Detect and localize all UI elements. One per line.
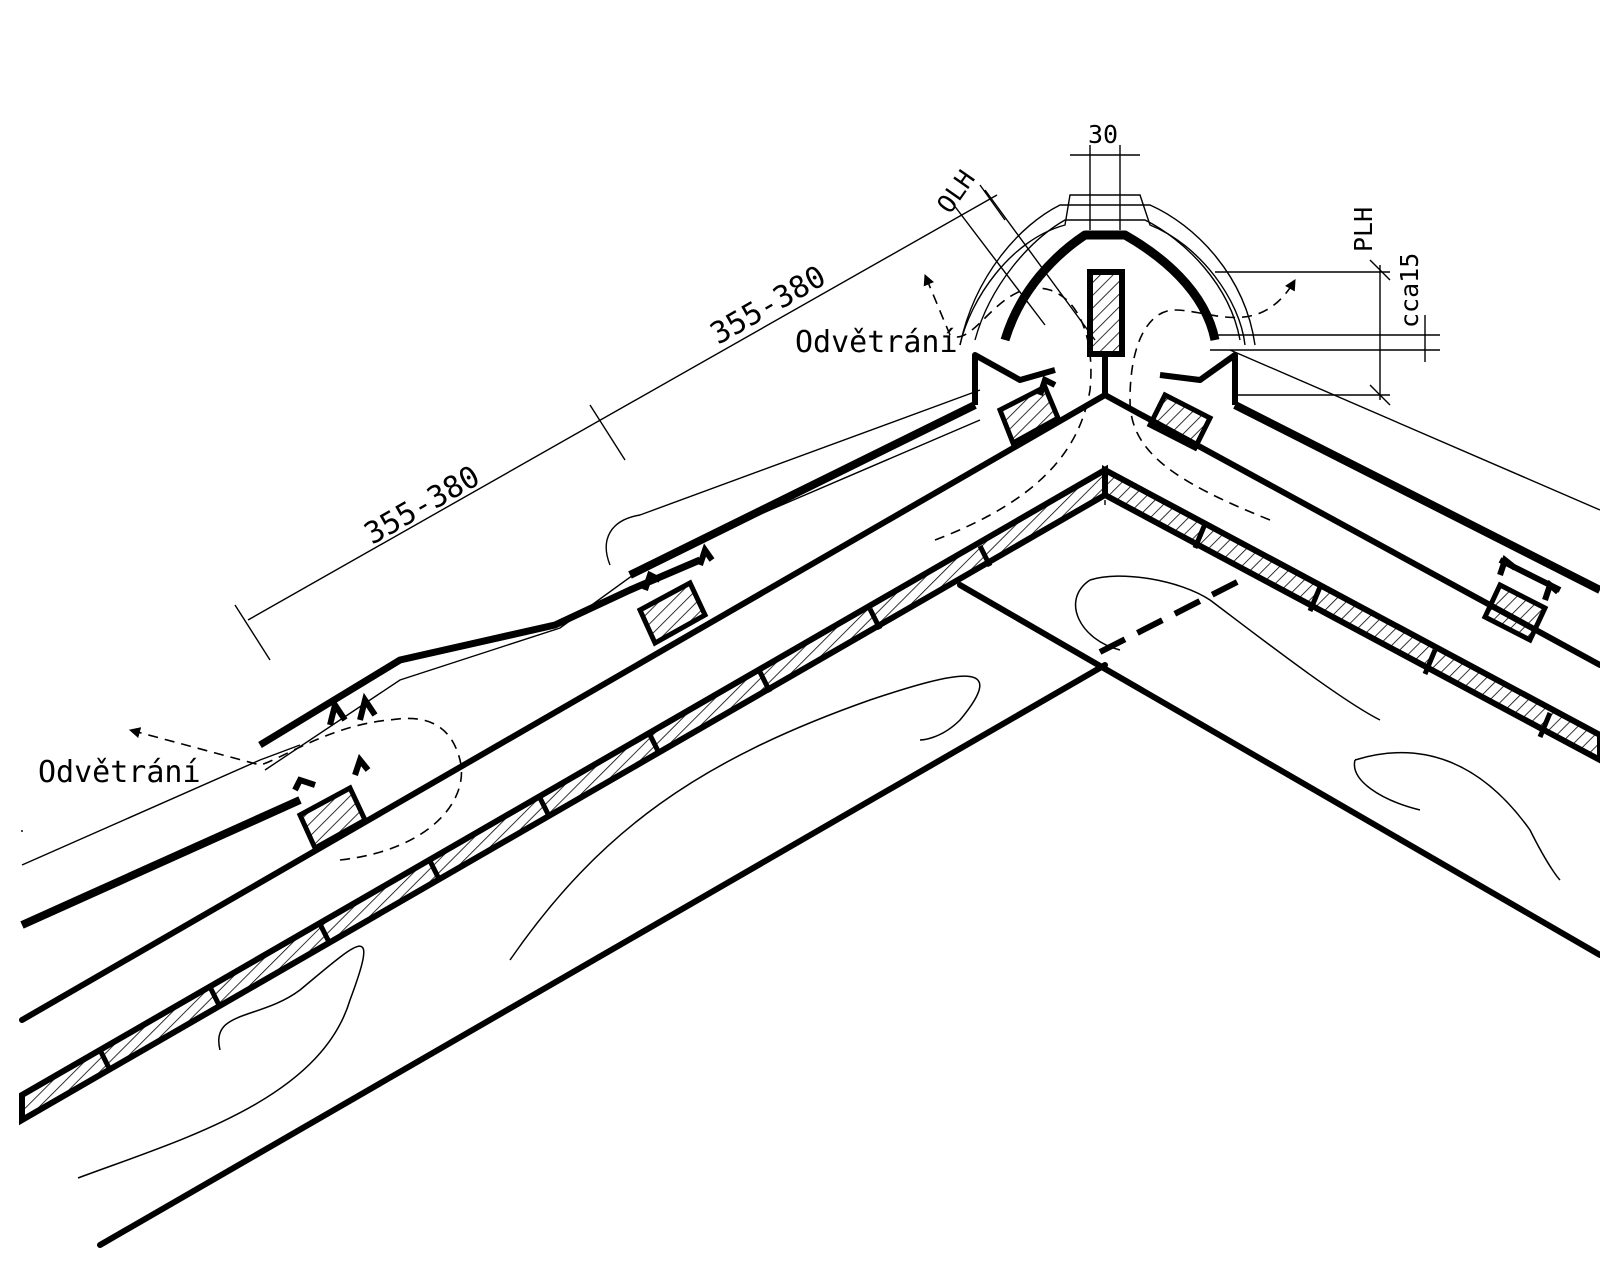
beam-dashed-line: [1098, 575, 1247, 655]
label-ridge-batten-width: 30: [1088, 120, 1118, 149]
label-cca15: cca15: [1395, 253, 1424, 328]
label-batten-spacing-lower: 355-380: [359, 459, 486, 552]
dim-olh-ext2: [984, 189, 1096, 341]
ridge-cap: [959, 204, 1256, 346]
rafter-left-top-line: [19, 392, 1108, 1023]
ridge-cap-outline-outer: [959, 204, 1256, 346]
counter-battens-left: [97, 544, 993, 1072]
ridge-cap-outline-inner: [974, 219, 1241, 341]
batten-2: [636, 579, 709, 647]
dim-tick-1: [234, 604, 271, 661]
ventilation-paths: [128, 273, 1296, 861]
dim-spacing-line: [247, 194, 998, 621]
label-plh: PLH: [1349, 207, 1378, 252]
dim-tick-3: [979, 184, 1006, 221]
ridge-cap-thick: [1000, 230, 1220, 342]
dim-tick-2: [589, 404, 626, 461]
ventilation-left-path: [128, 717, 463, 861]
ridge-batten: [1087, 269, 1125, 357]
wood-grain: [77, 575, 1561, 1179]
tile-clips: [292, 375, 1560, 792]
batten-5: [1481, 581, 1549, 644]
battens: [296, 383, 1549, 852]
label-olh: OLH: [931, 165, 981, 219]
dim-olh-ext: [949, 199, 1046, 326]
counter-battens-right: [1192, 523, 1553, 738]
label-ventilation-left: Odvětrání: [38, 755, 201, 790]
insulation-band-left: [19, 464, 1108, 1126]
dim-plh-tick-bot: [1369, 384, 1391, 406]
ceiling-left-line: [97, 662, 1108, 1248]
label-ventilation-ridge: Odvětrání: [795, 325, 958, 360]
dim-plh-tick-top: [1369, 259, 1391, 281]
batten-4: [1146, 391, 1214, 452]
ventilation-ridge-right-path: [1129, 279, 1296, 521]
batten-1: [296, 784, 369, 852]
batten-3: [996, 383, 1062, 447]
dimension-lines: [234, 145, 1440, 661]
insulation-band-right: [1102, 464, 1600, 764]
ventilation-ridge-left-path: [923, 273, 1092, 541]
ceiling-right-line: [957, 582, 1600, 958]
roof-tiles-left: [20, 352, 1056, 929]
